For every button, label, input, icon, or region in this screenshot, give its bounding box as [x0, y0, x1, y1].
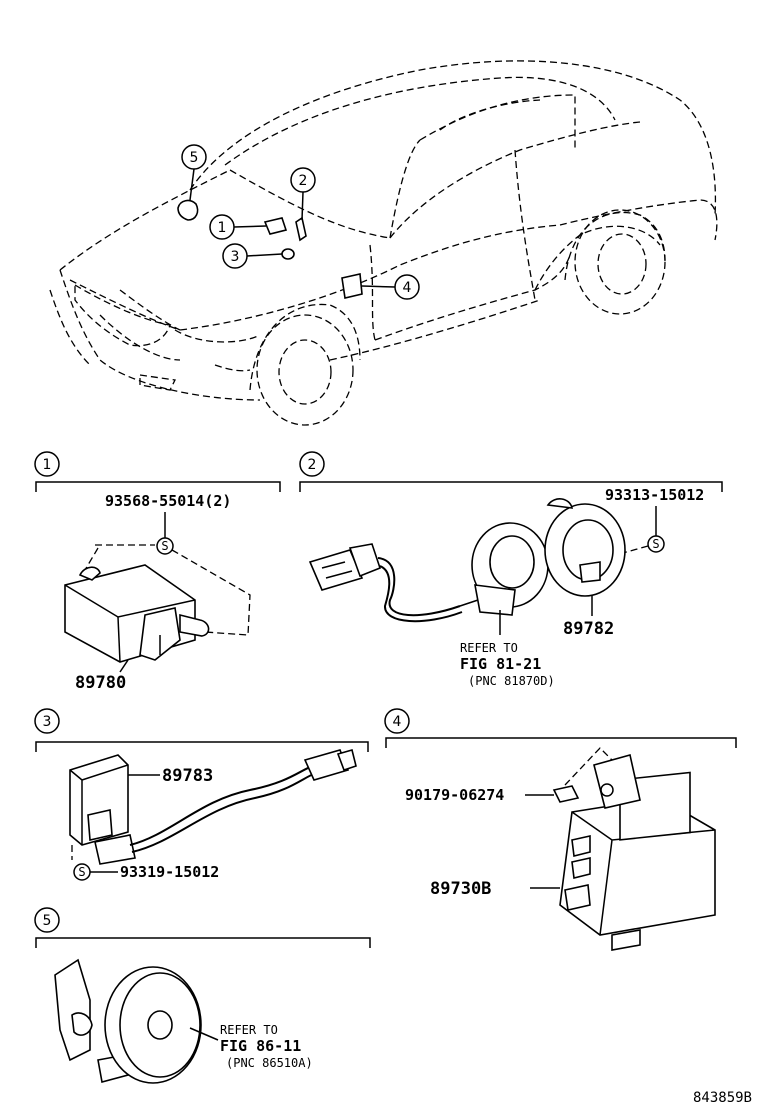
- section-3: 3 89783 S 93319-15012: [34, 708, 369, 881]
- horn-assembly: [54, 958, 202, 1084]
- section-5: 5 REFER TO FIG 86-11 (PNC 86510A): [34, 907, 371, 1084]
- section-number: 2: [308, 457, 317, 473]
- part-number: 89780: [75, 673, 126, 693]
- indicator-part-on-car: [281, 248, 295, 260]
- car-callout-5: 5: [181, 144, 207, 201]
- reference-line-1: REFER TO: [460, 641, 518, 655]
- section-number: 1: [43, 457, 52, 473]
- section-number: 3: [43, 714, 52, 730]
- part-number: 89782: [563, 619, 614, 639]
- harness-connector: [308, 543, 463, 623]
- clip-icon: [552, 785, 580, 803]
- section-2: 2 93313-15012 S 89: [299, 451, 723, 688]
- screw-icon: [647, 535, 665, 553]
- section-4: 4 90179-06274 89730B: [384, 708, 737, 951]
- sensor-ring: [459, 522, 549, 635]
- control-unit-89780: [64, 564, 210, 663]
- cover-ring-89782: [544, 498, 626, 616]
- module-part-on-car: [341, 273, 363, 299]
- control-unit-part-on-car: [263, 217, 288, 235]
- car-callout-4: 4: [361, 274, 420, 300]
- screw-symbol: S: [78, 865, 85, 879]
- horn-part-on-car: [177, 199, 199, 221]
- section-number: 5: [43, 913, 52, 929]
- screw-part-number: 93568-55014(2): [105, 492, 231, 510]
- diagram-code: 843859B: [693, 1090, 752, 1106]
- unit-89783: [69, 749, 357, 865]
- car-callout-1: 1: [209, 214, 267, 240]
- screw-part-number: 93313-15012: [605, 486, 704, 504]
- sensor-part-on-car: [295, 216, 307, 242]
- section-1: 1 93568-55014(2) S 89780: [34, 451, 281, 693]
- car-callout-2: 2: [290, 167, 316, 221]
- module-89730B: [559, 754, 716, 951]
- screw-symbol: S: [652, 537, 659, 551]
- reference-line-1: REFER TO: [220, 1023, 278, 1037]
- reference-line-2: FIG 81-21: [460, 655, 541, 673]
- car-callout-3: 3: [222, 243, 283, 269]
- car-overview: 5 2 1 3 4: [49, 60, 718, 426]
- clip-part-number: 90179-06274: [405, 786, 504, 804]
- screw-icon: [156, 537, 174, 555]
- callout-number: 4: [403, 280, 412, 296]
- reference-line-3: (PNC 86510A): [226, 1056, 313, 1070]
- part-number: 89783: [162, 766, 213, 786]
- section-number: 4: [393, 714, 402, 730]
- screw-part-number: 93319-15012: [120, 863, 219, 881]
- callout-number: 5: [190, 150, 199, 166]
- part-number: 89730B: [430, 879, 491, 899]
- reference-line-3: (PNC 81870D): [468, 674, 555, 688]
- callout-number: 1: [218, 220, 227, 236]
- reference-line-2: FIG 86-11: [220, 1037, 301, 1055]
- callout-number: 3: [231, 249, 240, 265]
- callout-number: 2: [299, 173, 308, 189]
- screw-symbol: S: [161, 539, 168, 553]
